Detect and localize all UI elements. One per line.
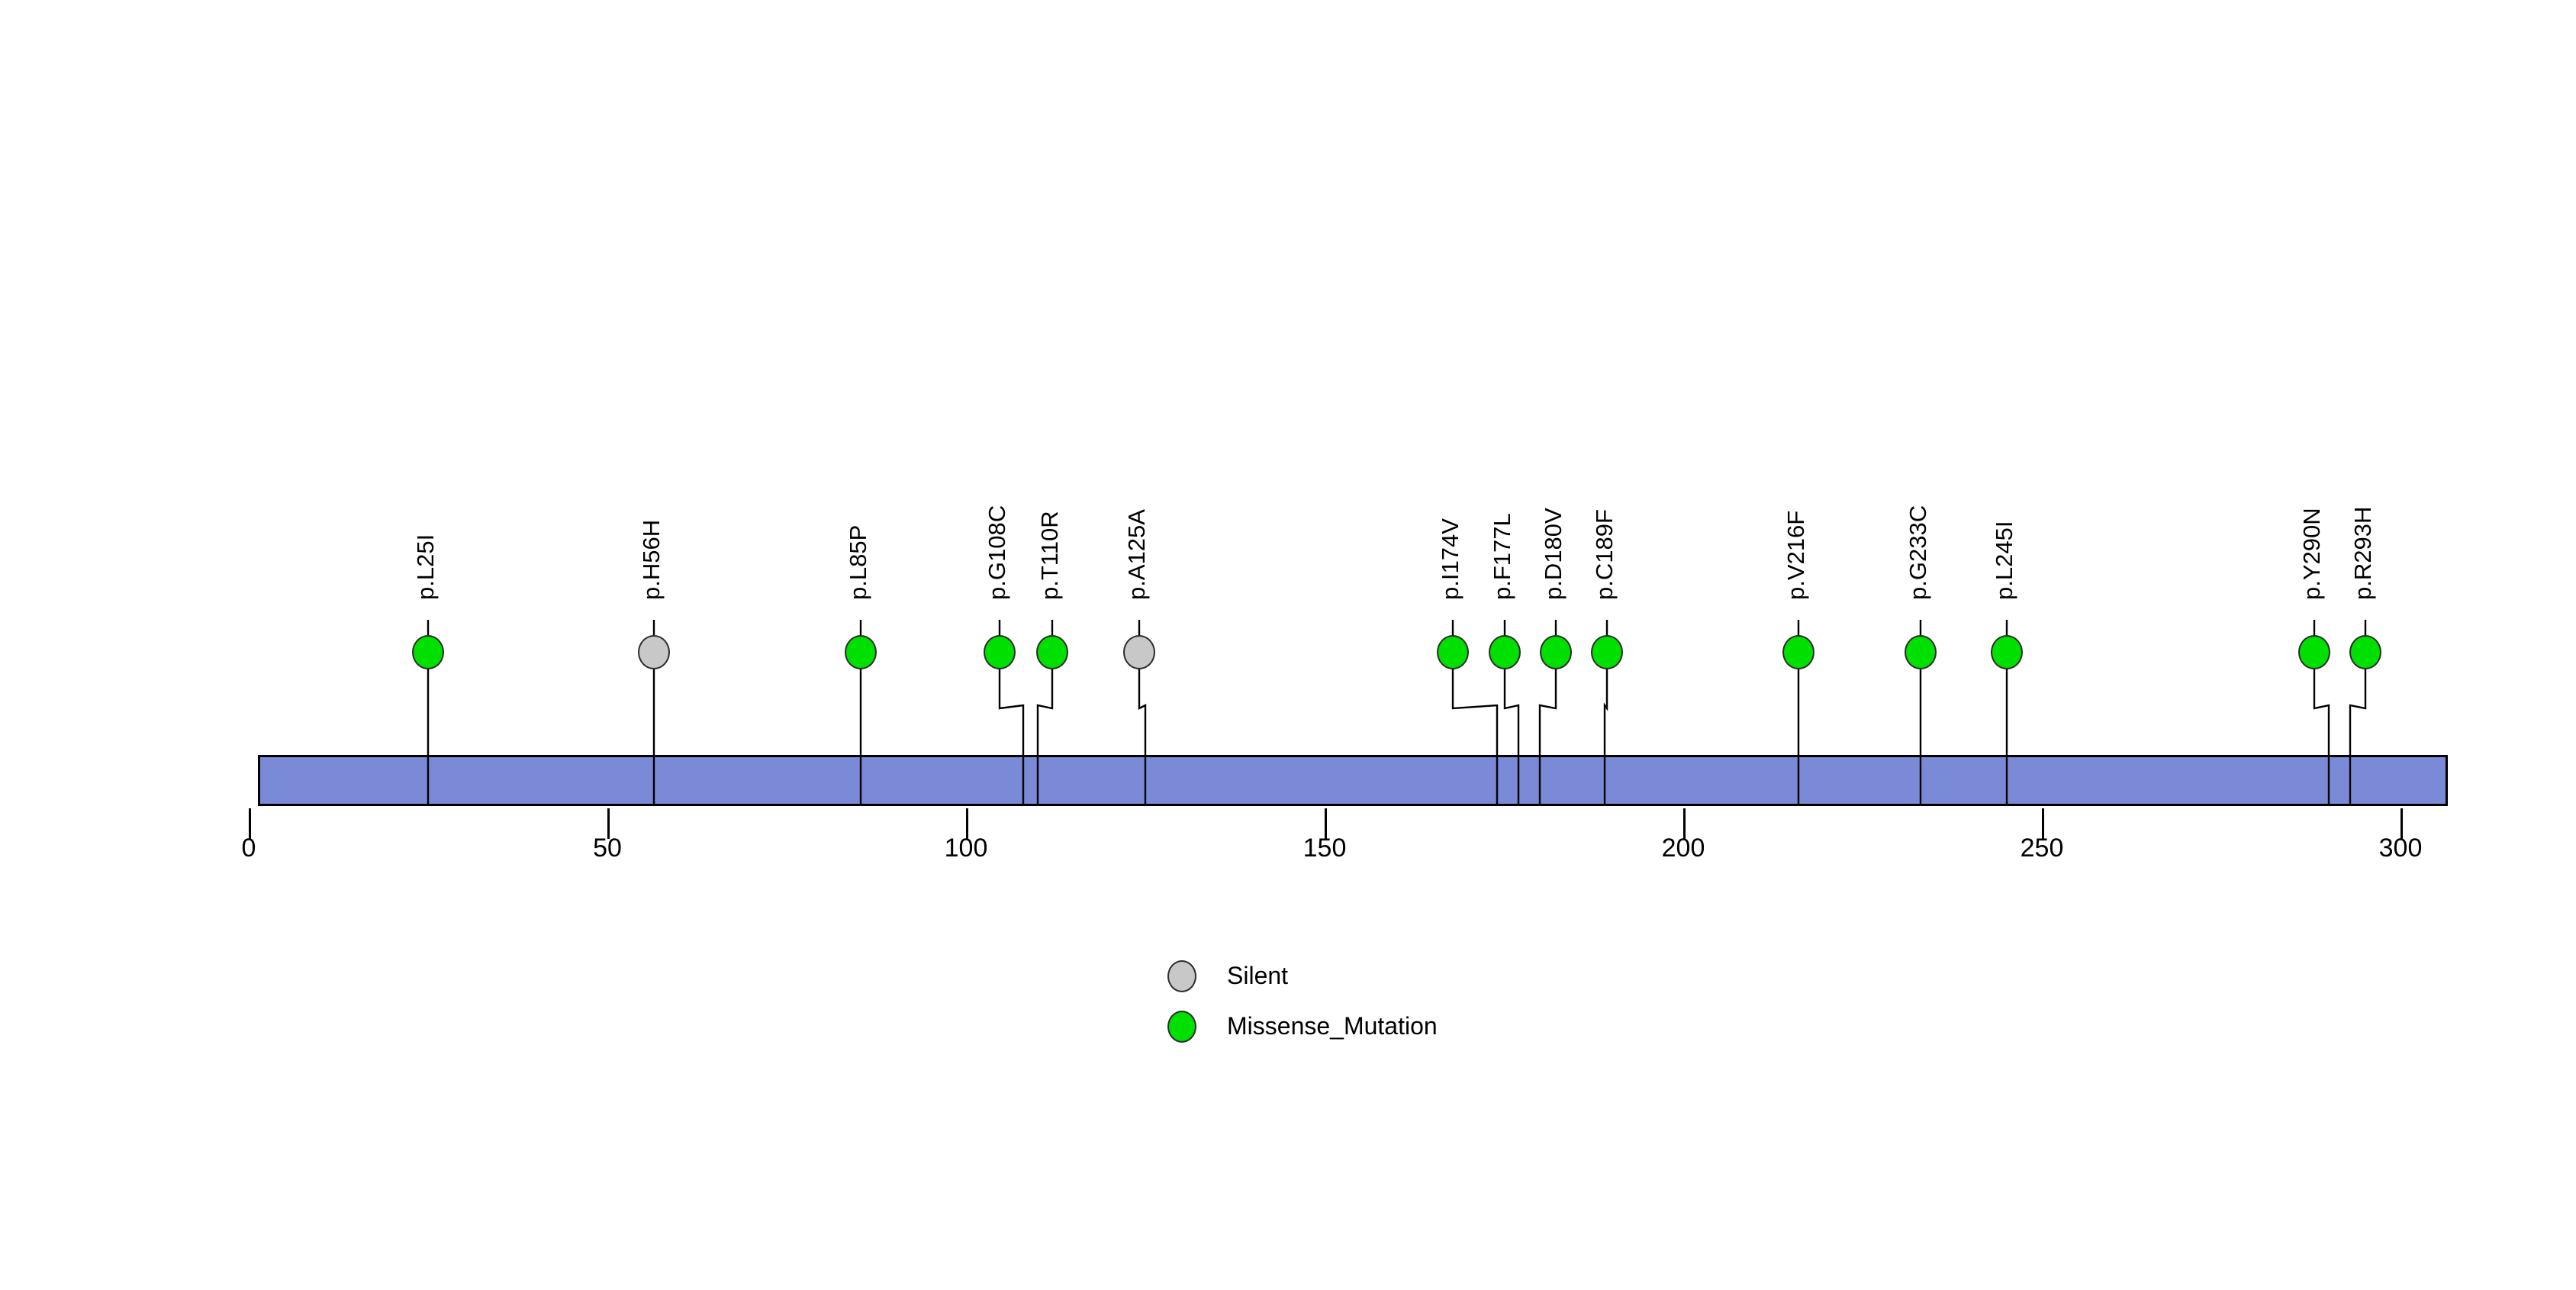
mutation-label: p.R293H — [2349, 506, 2376, 600]
axis-tick — [2042, 808, 2044, 839]
mutation-marker[interactable] — [1123, 635, 1155, 669]
mutation-marker[interactable] — [638, 635, 670, 669]
mutation-label: p.Y290N — [2298, 508, 2325, 600]
axis-tick-label: 150 — [1302, 834, 1347, 863]
mutation-label: p.I174V — [1437, 518, 1463, 600]
axis-tick — [1325, 808, 1327, 839]
mutation-label: p.D180V — [1540, 508, 1567, 600]
mutation-marker[interactable] — [1489, 635, 1521, 669]
axis-tick — [966, 808, 968, 839]
mutation-marker[interactable] — [1991, 635, 2023, 669]
axis-tick — [2401, 808, 2403, 839]
axis-tick-label: 50 — [593, 834, 622, 863]
axis-tick — [1683, 808, 1686, 839]
mutation-label: p.G233C — [1905, 505, 1931, 600]
mutation-label: p.G108C — [984, 505, 1010, 600]
mutation-label: p.T110R — [1036, 511, 1063, 600]
mutation-marker[interactable] — [412, 635, 444, 669]
mutation-marker[interactable] — [2349, 635, 2381, 669]
axis-tick-label: 200 — [1661, 834, 1705, 863]
mutation-marker[interactable] — [1782, 635, 1814, 669]
axis-tick-label: 100 — [944, 834, 988, 863]
mutation-marker[interactable] — [984, 635, 1016, 669]
mutation-label: p.A125A — [1123, 509, 1150, 600]
mutation-label: p.L25I — [412, 534, 439, 600]
axis-tick — [249, 808, 251, 839]
axis-tick-label: 250 — [2020, 834, 2064, 863]
mutation-marker[interactable] — [1540, 635, 1572, 669]
mutation-marker[interactable] — [1905, 635, 1937, 669]
legend-label: Silent — [1227, 962, 1289, 989]
mutation-marker[interactable] — [845, 635, 877, 669]
axis-tick-label: 300 — [2378, 834, 2423, 863]
legend-swatch-circle-icon — [1167, 960, 1196, 992]
legend-swatch-circle-icon — [1167, 1011, 1196, 1043]
mutation-marker[interactable] — [2298, 635, 2330, 669]
mutation-marker[interactable] — [1591, 635, 1623, 669]
mutation-label: p.L245I — [1991, 521, 2017, 600]
mutation-marker[interactable] — [1437, 635, 1469, 669]
mutation-marker[interactable] — [1036, 635, 1068, 669]
axis-tick — [607, 808, 610, 839]
mutation-label: p.L85P — [845, 524, 871, 600]
legend-label: Missense_Mutation — [1227, 1012, 1438, 1040]
mutation-label: p.F177L — [1489, 513, 1515, 600]
mutation-label: p.C189F — [1591, 509, 1618, 600]
protein-domain-bar — [258, 755, 2448, 806]
mutation-label: p.V216F — [1782, 510, 1809, 600]
axis-tick-label: 0 — [241, 834, 256, 863]
mutation-label: p.H56H — [638, 519, 665, 600]
